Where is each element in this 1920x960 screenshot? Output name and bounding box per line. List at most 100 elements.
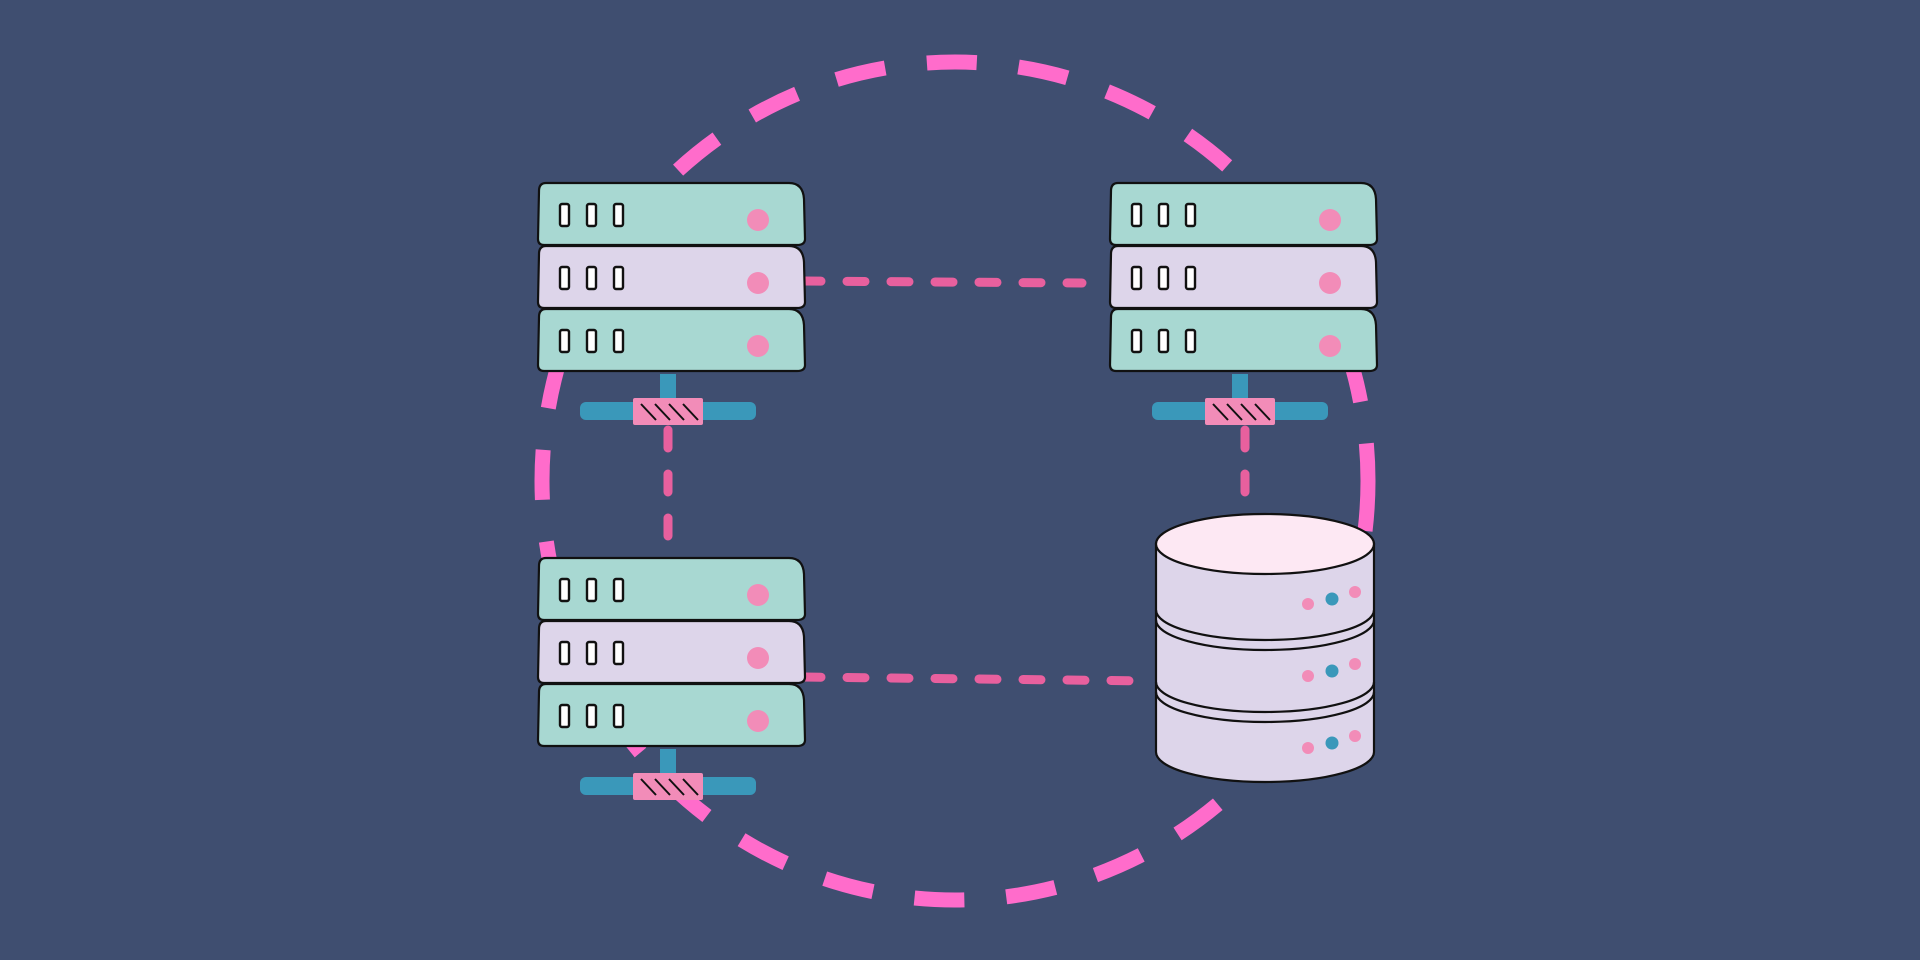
status-dot-icon [1349, 658, 1361, 670]
rack-unit-body [536, 181, 807, 247]
switch-port-mark [668, 403, 685, 421]
drive-slot-icon [558, 577, 571, 603]
drive-slot-icon [585, 328, 598, 354]
database-segment-line [1154, 619, 1376, 652]
drive-slot-icon [1157, 265, 1170, 291]
status-led-icon [747, 710, 769, 732]
drive-slot-icon [612, 328, 625, 354]
drive-slot-icon [612, 202, 625, 228]
drive-slot-icon [1184, 202, 1197, 228]
status-dot-icon [1349, 730, 1361, 742]
rack-unit [1108, 307, 1379, 373]
status-led-icon [747, 647, 769, 669]
switch-port-mark [654, 778, 671, 796]
rack-unit [536, 556, 807, 622]
drive-slot-icon [612, 265, 625, 291]
switch-port-mark [1226, 403, 1243, 421]
status-led-icon [747, 272, 769, 294]
database-segment-line [1154, 609, 1376, 642]
network-switch-icon [633, 398, 703, 425]
rack-unit-body [536, 682, 807, 748]
stand-pole [660, 749, 676, 779]
status-led-icon [747, 209, 769, 231]
switch-port-mark [1240, 403, 1257, 421]
drive-slot-icon [558, 640, 571, 666]
rack-unit [536, 682, 807, 748]
status-led-icon [1319, 272, 1341, 294]
switch-port-mark [682, 403, 699, 421]
stand-pole [660, 374, 676, 404]
drive-slot-icon [558, 328, 571, 354]
drive-slot-icon [558, 265, 571, 291]
network-stand-icon [580, 374, 756, 425]
status-led-icon [1319, 209, 1341, 231]
link-server-bottom-left-to-database-bottom-right [798, 672, 1157, 686]
nodes-layer [536, 181, 1379, 800]
server-rack-icon [536, 181, 807, 425]
link-server-top-left-to-server-top-right [798, 276, 1087, 288]
status-dot-icon [1349, 586, 1361, 598]
database-segment-line [1154, 681, 1376, 714]
rack-unit-body [1108, 181, 1379, 247]
switch-port-mark [1254, 403, 1271, 421]
drive-slot-icon [1130, 202, 1143, 228]
drive-slot-icon [585, 703, 598, 729]
network-switch-icon [633, 773, 703, 800]
rack-unit [536, 244, 807, 310]
server-rack-icon [1108, 181, 1379, 425]
switch-port-mark [1212, 403, 1229, 421]
rack-unit-body [536, 556, 807, 622]
drive-slot-icon [612, 703, 625, 729]
drive-slot-icon [612, 640, 625, 666]
drive-slot-icon [558, 202, 571, 228]
status-dot-icon [1302, 598, 1314, 610]
database-icon [1154, 512, 1376, 784]
drive-slot-icon [1157, 202, 1170, 228]
drive-slot-icon [585, 265, 598, 291]
rack-unit-body [1108, 307, 1379, 373]
status-led-icon [747, 335, 769, 357]
network-switch-icon [1205, 398, 1275, 425]
switch-port-mark [682, 778, 699, 796]
status-dot-icon [1302, 742, 1314, 754]
database-top [1154, 512, 1376, 576]
drive-slot-icon [1184, 328, 1197, 354]
drive-slot-icon [1184, 265, 1197, 291]
drive-slot-icon [612, 577, 625, 603]
drive-slot-icon [585, 640, 598, 666]
rack-unit [536, 181, 807, 247]
drive-slot-icon [585, 202, 598, 228]
ring-layer [534, 54, 1376, 908]
rack-unit [536, 619, 807, 685]
status-dot-icon [1302, 670, 1314, 682]
drive-slot-icon [1130, 265, 1143, 291]
drive-slot-icon [558, 703, 571, 729]
database-segment-line [1154, 691, 1376, 724]
switch-port-mark [668, 778, 685, 796]
drive-slot-icon [1130, 328, 1143, 354]
rack-unit-body [1108, 244, 1379, 310]
switch-port-mark [640, 403, 657, 421]
database-body [1154, 542, 1376, 784]
dashed-ring [534, 54, 1376, 908]
rack-unit-body [536, 244, 807, 310]
network-stand-icon [1152, 374, 1328, 425]
rack-unit-body [536, 619, 807, 685]
status-dot-icon [1325, 592, 1339, 606]
network-stand-icon [580, 749, 756, 800]
rack-unit [1108, 181, 1379, 247]
stand-pole [1232, 374, 1248, 404]
rack-unit [536, 307, 807, 373]
status-led-icon [1319, 335, 1341, 357]
drive-slot-icon [585, 577, 598, 603]
rack-unit [1108, 244, 1379, 310]
server-rack-icon [536, 556, 807, 800]
status-dot-icon [1325, 664, 1339, 678]
rack-unit-body [536, 307, 807, 373]
switch-port-mark [654, 403, 671, 421]
switch-port-mark [640, 778, 657, 796]
status-dot-icon [1325, 736, 1339, 750]
